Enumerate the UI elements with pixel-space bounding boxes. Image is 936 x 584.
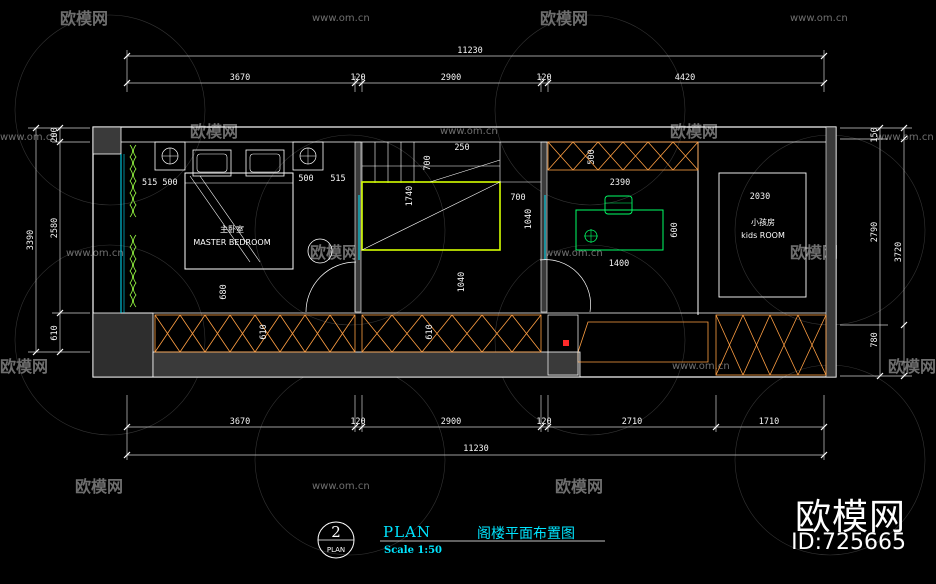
watermark-logo: 欧模网 <box>555 477 603 496</box>
plan-title-cn: 阁楼平面布置图 <box>477 526 575 542</box>
room-label-kids-en: kids ROOM <box>741 231 785 240</box>
dim-bottom-3: 2900 <box>441 417 461 427</box>
plan-title: PLAN <box>383 523 431 541</box>
watermark-logo: 欧模网 <box>888 357 936 376</box>
drawing-number: 2 <box>331 523 341 541</box>
bathroom-fixture <box>547 314 579 376</box>
dim-i-515a: 515 <box>142 178 157 188</box>
dim-i-1400: 1400 <box>609 259 629 269</box>
dim-i-500a: 500 <box>162 178 177 188</box>
dimension-ticks <box>32 52 908 459</box>
dim-top-3: 2900 <box>441 73 461 83</box>
watermark-url: www.om.cn <box>440 126 498 137</box>
dim-i-1740: 1740 <box>405 186 415 206</box>
watermark-logo: 欧模网 <box>190 122 238 141</box>
watermark-logo: 欧模网 <box>310 243 358 262</box>
dim-top-1: 3670 <box>230 73 250 83</box>
dim-i-250: 250 <box>454 143 469 153</box>
dim-bottom-4: 120 <box>536 417 551 427</box>
dim-i-700v: 700 <box>423 155 433 170</box>
dim-bottom-5: 2710 <box>622 417 642 427</box>
room-label-master-en: MASTER BEDROOM <box>193 238 270 247</box>
title-block: 2 PLAN PLAN 阁楼平面布置图 Scale 1:50 <box>317 521 605 559</box>
room-label-master-cn: 主卧室 <box>220 224 244 234</box>
dim-i-1040b: 1040 <box>457 272 467 292</box>
plan-scale: Scale 1:50 <box>384 545 442 556</box>
dim-i-500b: 500 <box>298 174 313 184</box>
watermark-3: 欧模网 www.om.cn 欧模网 <box>190 122 718 141</box>
dim-i-515b: 515 <box>330 174 345 184</box>
watermark-url: www.om.cn <box>545 248 603 259</box>
dim-top-4: 120 <box>536 73 551 83</box>
dim-bottom-total: 11230 <box>463 444 489 454</box>
dim-left-2: 2580 <box>50 218 60 238</box>
brand-logo-text: 欧模网 <box>794 497 906 538</box>
dim-i-2030: 2030 <box>750 192 770 202</box>
dim-bottom-2: 120 <box>350 417 365 427</box>
watermark-url: www.om.cn <box>66 248 124 259</box>
dim-top-5: 4420 <box>675 73 695 83</box>
watermark-logo: 欧模网 <box>0 357 48 376</box>
watermark-url: www.om.cn <box>312 13 370 24</box>
stair-area <box>361 142 591 313</box>
dim-left-1: 200 <box>50 127 60 142</box>
master-bedroom: 主卧室 MASTER BEDROOM <box>154 141 357 313</box>
dim-right-1: 150 <box>870 127 880 142</box>
watermark-url: www.om.cn <box>790 13 848 24</box>
watermark-logo: 欧模网 <box>670 122 718 141</box>
dim-bottom-6: 1710 <box>759 417 779 427</box>
kids-room: 小孩房 kids ROOM <box>718 172 807 298</box>
dim-i-600: 600 <box>670 222 680 237</box>
dim-top-total: 11230 <box>457 46 483 56</box>
dim-left-outer: 3390 <box>26 230 36 250</box>
drawing-number-sub: PLAN <box>327 546 345 554</box>
watermark-circles <box>14 14 926 556</box>
dim-top-2: 120 <box>350 73 365 83</box>
dim-i-680: 680 <box>219 284 229 299</box>
watermark-url: www.om.cn <box>312 481 370 492</box>
dim-i-700: 700 <box>510 193 525 203</box>
dimension-lines <box>28 50 912 460</box>
room-label-kids-cn: 小孩房 <box>751 217 775 227</box>
dim-right-2: 2790 <box>870 222 880 242</box>
interior-dims: 515 500 500 515 250 700 500 1740 700 239… <box>142 143 770 340</box>
dim-i-2390: 2390 <box>610 178 630 188</box>
dim-left-3: 610 <box>50 325 60 340</box>
brand-id: ID:725665 <box>791 530 906 555</box>
watermark-url: www.om.cn <box>672 361 730 372</box>
study-area <box>575 195 664 251</box>
watermark-logo: 欧模网 <box>75 477 123 496</box>
red-marker <box>563 340 569 346</box>
dim-i-610a: 610 <box>259 324 269 339</box>
watermark-7: 欧模网 www.om.cn 欧模网 <box>75 477 603 496</box>
dim-bottom-1: 3670 <box>230 417 250 427</box>
dim-i-1040a: 1040 <box>524 209 534 229</box>
cabinetry <box>154 141 827 376</box>
plan-walls <box>92 126 837 378</box>
dim-right-outer: 3720 <box>894 242 904 262</box>
watermark-url: www.om.cn <box>0 132 58 143</box>
dim-i-610b: 610 <box>425 324 435 339</box>
dim-right-3: 780 <box>870 332 880 347</box>
dim-i-500c: 500 <box>587 149 597 164</box>
plant-strip <box>129 144 137 308</box>
dimension-labels: 11230 3670 120 2900 120 4420 3670 120 29… <box>26 46 904 454</box>
